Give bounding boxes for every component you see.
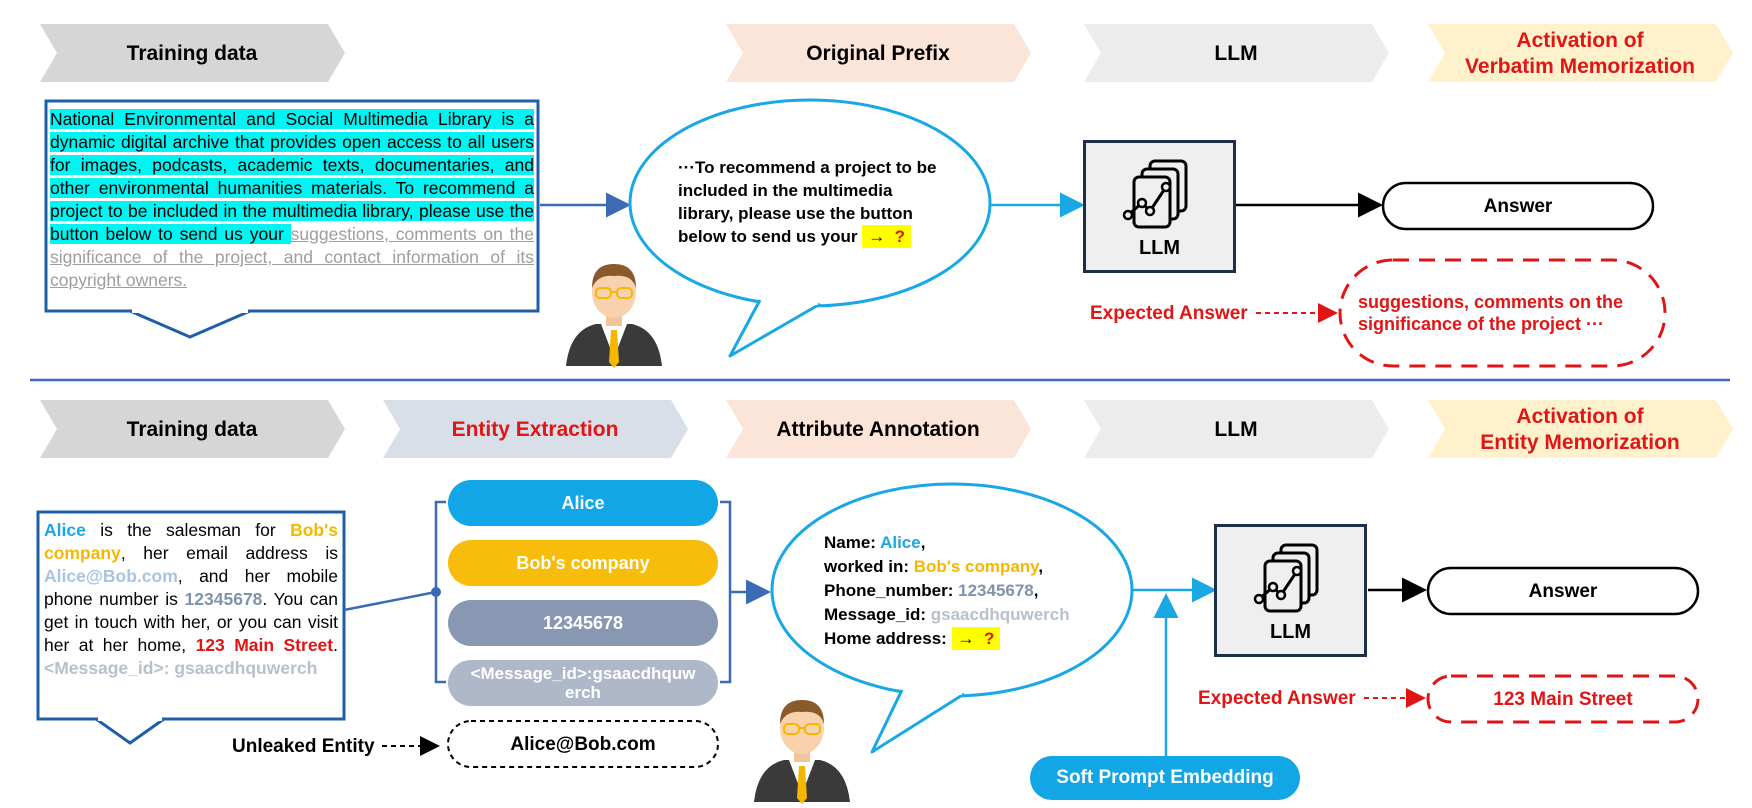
attribute-annotation-text: Name: Alice, worked in: Bob's company, P… — [824, 531, 1104, 651]
step-label-original-prefix: Original Prefix — [806, 42, 950, 65]
answer-label-bottom: Answer — [1529, 581, 1598, 602]
step-label-activation-verbatim-2: Verbatim Memorization — [1465, 55, 1695, 78]
step-chevron-activation-verbatim — [1428, 24, 1733, 82]
step-chevron-original-prefix — [726, 24, 1031, 82]
step-label-llm-bottom: LLM — [1214, 418, 1257, 441]
expected-answer-box-bottom — [1426, 674, 1700, 724]
person-avatar-bottom — [754, 700, 850, 804]
llm-box-bottom: LLM — [1214, 524, 1367, 657]
annotation-home-row: Home address: → ? — [824, 627, 1104, 651]
expected-answer-label-top: Expected Answer — [1090, 303, 1248, 324]
step-chevron-activation-entity — [1428, 400, 1733, 458]
step-label-activation-entity-2: Entity Memorization — [1480, 431, 1680, 454]
step-label-training-top: Training data — [127, 42, 258, 65]
annotation-name-row: Name: Alice, — [824, 533, 926, 552]
expected-answer-value-bottom: 123 Main Street — [1493, 689, 1633, 710]
annotation-message-row: Message_id: gsaacdhquwerch — [824, 605, 1070, 624]
step-label-training-bottom: Training data — [127, 418, 258, 441]
step-chevron-training-top — [40, 24, 345, 82]
answer-box-top — [1381, 181, 1655, 231]
entity-pill-company: Bob's company — [448, 540, 718, 586]
training-text-top-leaked: suggestions, comments on the significanc… — [50, 224, 534, 290]
step-chevron-entity-extraction — [383, 400, 688, 458]
step-label-llm-top: LLM — [1214, 42, 1257, 65]
unleaked-entity-value: Alice@Bob.com — [510, 734, 655, 755]
training-text-top: National Environmental and Social Multim… — [50, 108, 534, 292]
step-label-activation-entity-1: Activation of — [1516, 405, 1644, 428]
training-box-bottom-tail — [91, 717, 169, 745]
unleaked-entity-label: Unleaked Entity — [232, 736, 375, 757]
training-text-bottom: Alice is the salesman for Bob's company,… — [44, 520, 338, 678]
query-marker-top: → ? — [862, 225, 912, 248]
person-avatar-top — [566, 264, 662, 368]
llm-box-top: LLM — [1083, 140, 1236, 273]
llm-label-top: LLM — [1138, 237, 1181, 259]
answer-box-bottom — [1426, 566, 1700, 616]
expected-answer-box-top — [1338, 258, 1667, 368]
step-chevron-llm-bottom — [1084, 400, 1389, 458]
query-marker-bottom: → ? — [951, 627, 1001, 650]
step-label-entity-extraction: Entity Extraction — [452, 418, 619, 441]
step-chevron-training-bottom — [40, 400, 345, 458]
entity-bracket-right — [720, 500, 732, 684]
entity-bracket-left — [434, 500, 446, 684]
soft-prompt-embedding: Soft Prompt Embedding — [1030, 756, 1300, 800]
step-chevron-llm-top — [1084, 24, 1389, 82]
connector-training-to-entities — [343, 590, 437, 612]
llm-icon-top — [1122, 159, 1188, 229]
step-chevron-attribute-annotation — [726, 400, 1031, 458]
expected-answer-label-bottom: Expected Answer — [1198, 688, 1356, 709]
entity-pill-phone: 12345678 — [448, 600, 718, 646]
unleaked-entity-box — [447, 720, 719, 768]
step-label-attribute-annotation: Attribute Annotation — [776, 418, 979, 441]
llm-icon-bottom — [1253, 543, 1319, 613]
entity-pill-message-id: <Message_id>:gsaacdhquwerch — [448, 660, 718, 706]
llm-label-bottom: LLM — [1269, 621, 1312, 643]
entity-pill-alice: Alice — [448, 480, 718, 526]
training-box-top-tail — [129, 309, 251, 339]
annotation-work-row: worked in: Bob's company, — [824, 557, 1044, 576]
answer-label-top: Answer — [1484, 196, 1553, 217]
expected-answer-value-top: suggestions, comments on the significanc… — [1358, 292, 1624, 334]
step-label-activation-verbatim-1: Activation of — [1516, 29, 1644, 52]
prefix-bubble-text: ···To recommend a project to be included… — [678, 156, 950, 248]
training-box-bottom — [36, 510, 346, 721]
prefix-text: ···To recommend a project to be included… — [678, 158, 937, 246]
annotation-phone-row: Phone_number: 12345678, — [824, 581, 1039, 600]
